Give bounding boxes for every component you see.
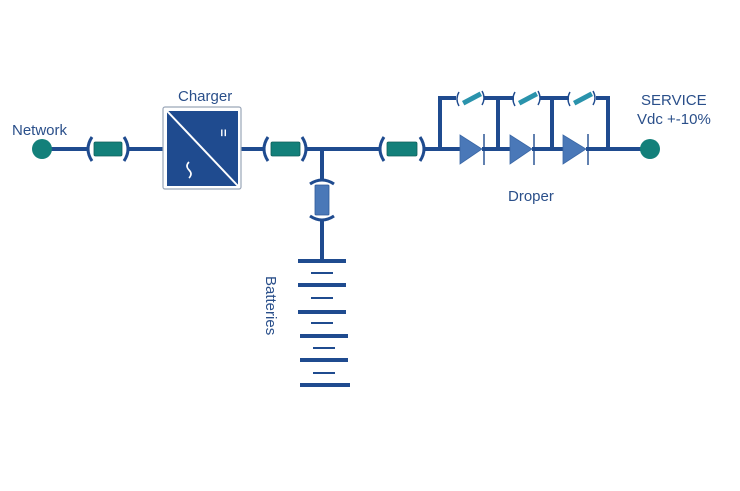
- bypass-fuse-body: [572, 91, 594, 106]
- fuse-left-bracket: [378, 136, 386, 162]
- diode-triangle: [562, 134, 587, 165]
- fuse-network: [86, 136, 130, 162]
- bypass-left-bracket: [456, 91, 460, 107]
- bypass-fuse-body: [461, 91, 483, 106]
- diode-triangle: [509, 134, 533, 165]
- bypass-left-bracket: [512, 91, 516, 107]
- fuse-droper-in: [378, 136, 426, 162]
- fuse-body: [386, 141, 418, 157]
- fuse-left-bracket: [262, 136, 270, 162]
- charger-diagonal: [166, 110, 239, 187]
- fuse-right-bracket: [300, 136, 308, 162]
- droper-bypass: [438, 90, 610, 149]
- battery-branch: [309, 149, 335, 261]
- bypass-switch-2: [512, 90, 541, 107]
- fuse-body: [270, 141, 301, 157]
- fuse-left-bracket: [86, 136, 94, 162]
- bypass-left-bracket: [567, 91, 571, 107]
- battery-fuse-top-bracket: [309, 178, 335, 186]
- diode-2: [509, 134, 535, 165]
- diode-3: [562, 134, 589, 165]
- fuse-charger-out: [262, 136, 308, 162]
- droper-label: Droper: [508, 188, 554, 205]
- droper-diodes: [459, 134, 589, 165]
- bypass-right-bracket: [537, 90, 541, 106]
- charger-dc-symbol: =: [216, 129, 231, 137]
- bypass-switch-1: [456, 90, 485, 107]
- battery-stack: [298, 259, 350, 387]
- service-label-line2: Vdc +-10%: [637, 111, 711, 128]
- bypass-right-bracket: [481, 90, 485, 106]
- charger-label: Charger: [178, 88, 232, 105]
- battery-fuse-bottom-bracket: [309, 214, 335, 222]
- charger-ac-symbol: [186, 161, 192, 179]
- service-label-line1: SERVICE: [641, 92, 707, 109]
- batteries-label: Batteries: [262, 276, 279, 335]
- fuse-right-bracket: [122, 136, 130, 162]
- service-terminal: [640, 139, 660, 159]
- charger: =: [162, 106, 242, 190]
- battery-fuse-body: [314, 184, 330, 216]
- network-label: Network: [12, 122, 68, 139]
- bypass-right-bracket: [592, 90, 596, 106]
- network-terminal: [32, 139, 52, 159]
- fuse-body: [93, 141, 123, 157]
- fuse-right-bracket: [418, 136, 426, 162]
- diode-triangle: [459, 134, 483, 165]
- diode-1: [459, 134, 485, 165]
- bypass-switch-3: [567, 90, 596, 107]
- bypass-fuse-body: [517, 91, 539, 106]
